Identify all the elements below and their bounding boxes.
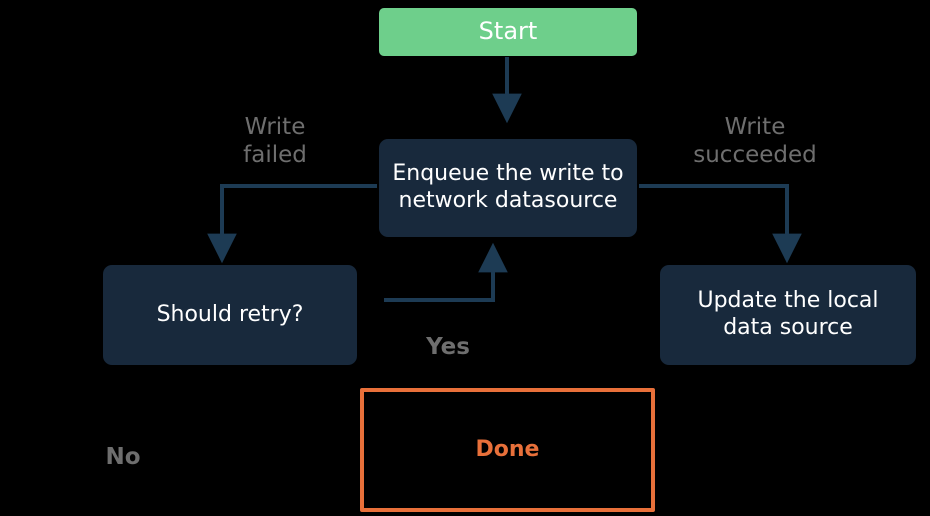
edge-label-yes: Yes: [426, 334, 470, 360]
node-done-label: Done: [475, 436, 540, 462]
edge-enqueue-to-update-local: [639, 184, 802, 264]
edge-enqueue-to-should-retry: [207, 184, 377, 264]
edge-label-write-succeeded: Write succeeded: [693, 114, 817, 169]
node-update-local-data-source[interactable]: Update the local data source: [660, 265, 916, 365]
edge-label-write-failed: Write failed: [243, 114, 307, 169]
edge-should-retry-to-enqueue: [384, 242, 508, 302]
node-should-retry-label: Should retry?: [156, 301, 304, 327]
node-should-retry[interactable]: Should retry?: [103, 265, 357, 365]
node-done[interactable]: Done: [360, 388, 655, 512]
node-enqueue-write-label: Enqueue the write to network datasource: [392, 161, 624, 213]
node-start[interactable]: Start: [379, 8, 637, 56]
node-enqueue-write[interactable]: Enqueue the write to network datasource: [379, 139, 637, 237]
edge-label-no: No: [105, 444, 141, 470]
node-start-label: Start: [478, 17, 538, 46]
node-update-local-data-source-label: Update the local data source: [697, 288, 879, 340]
